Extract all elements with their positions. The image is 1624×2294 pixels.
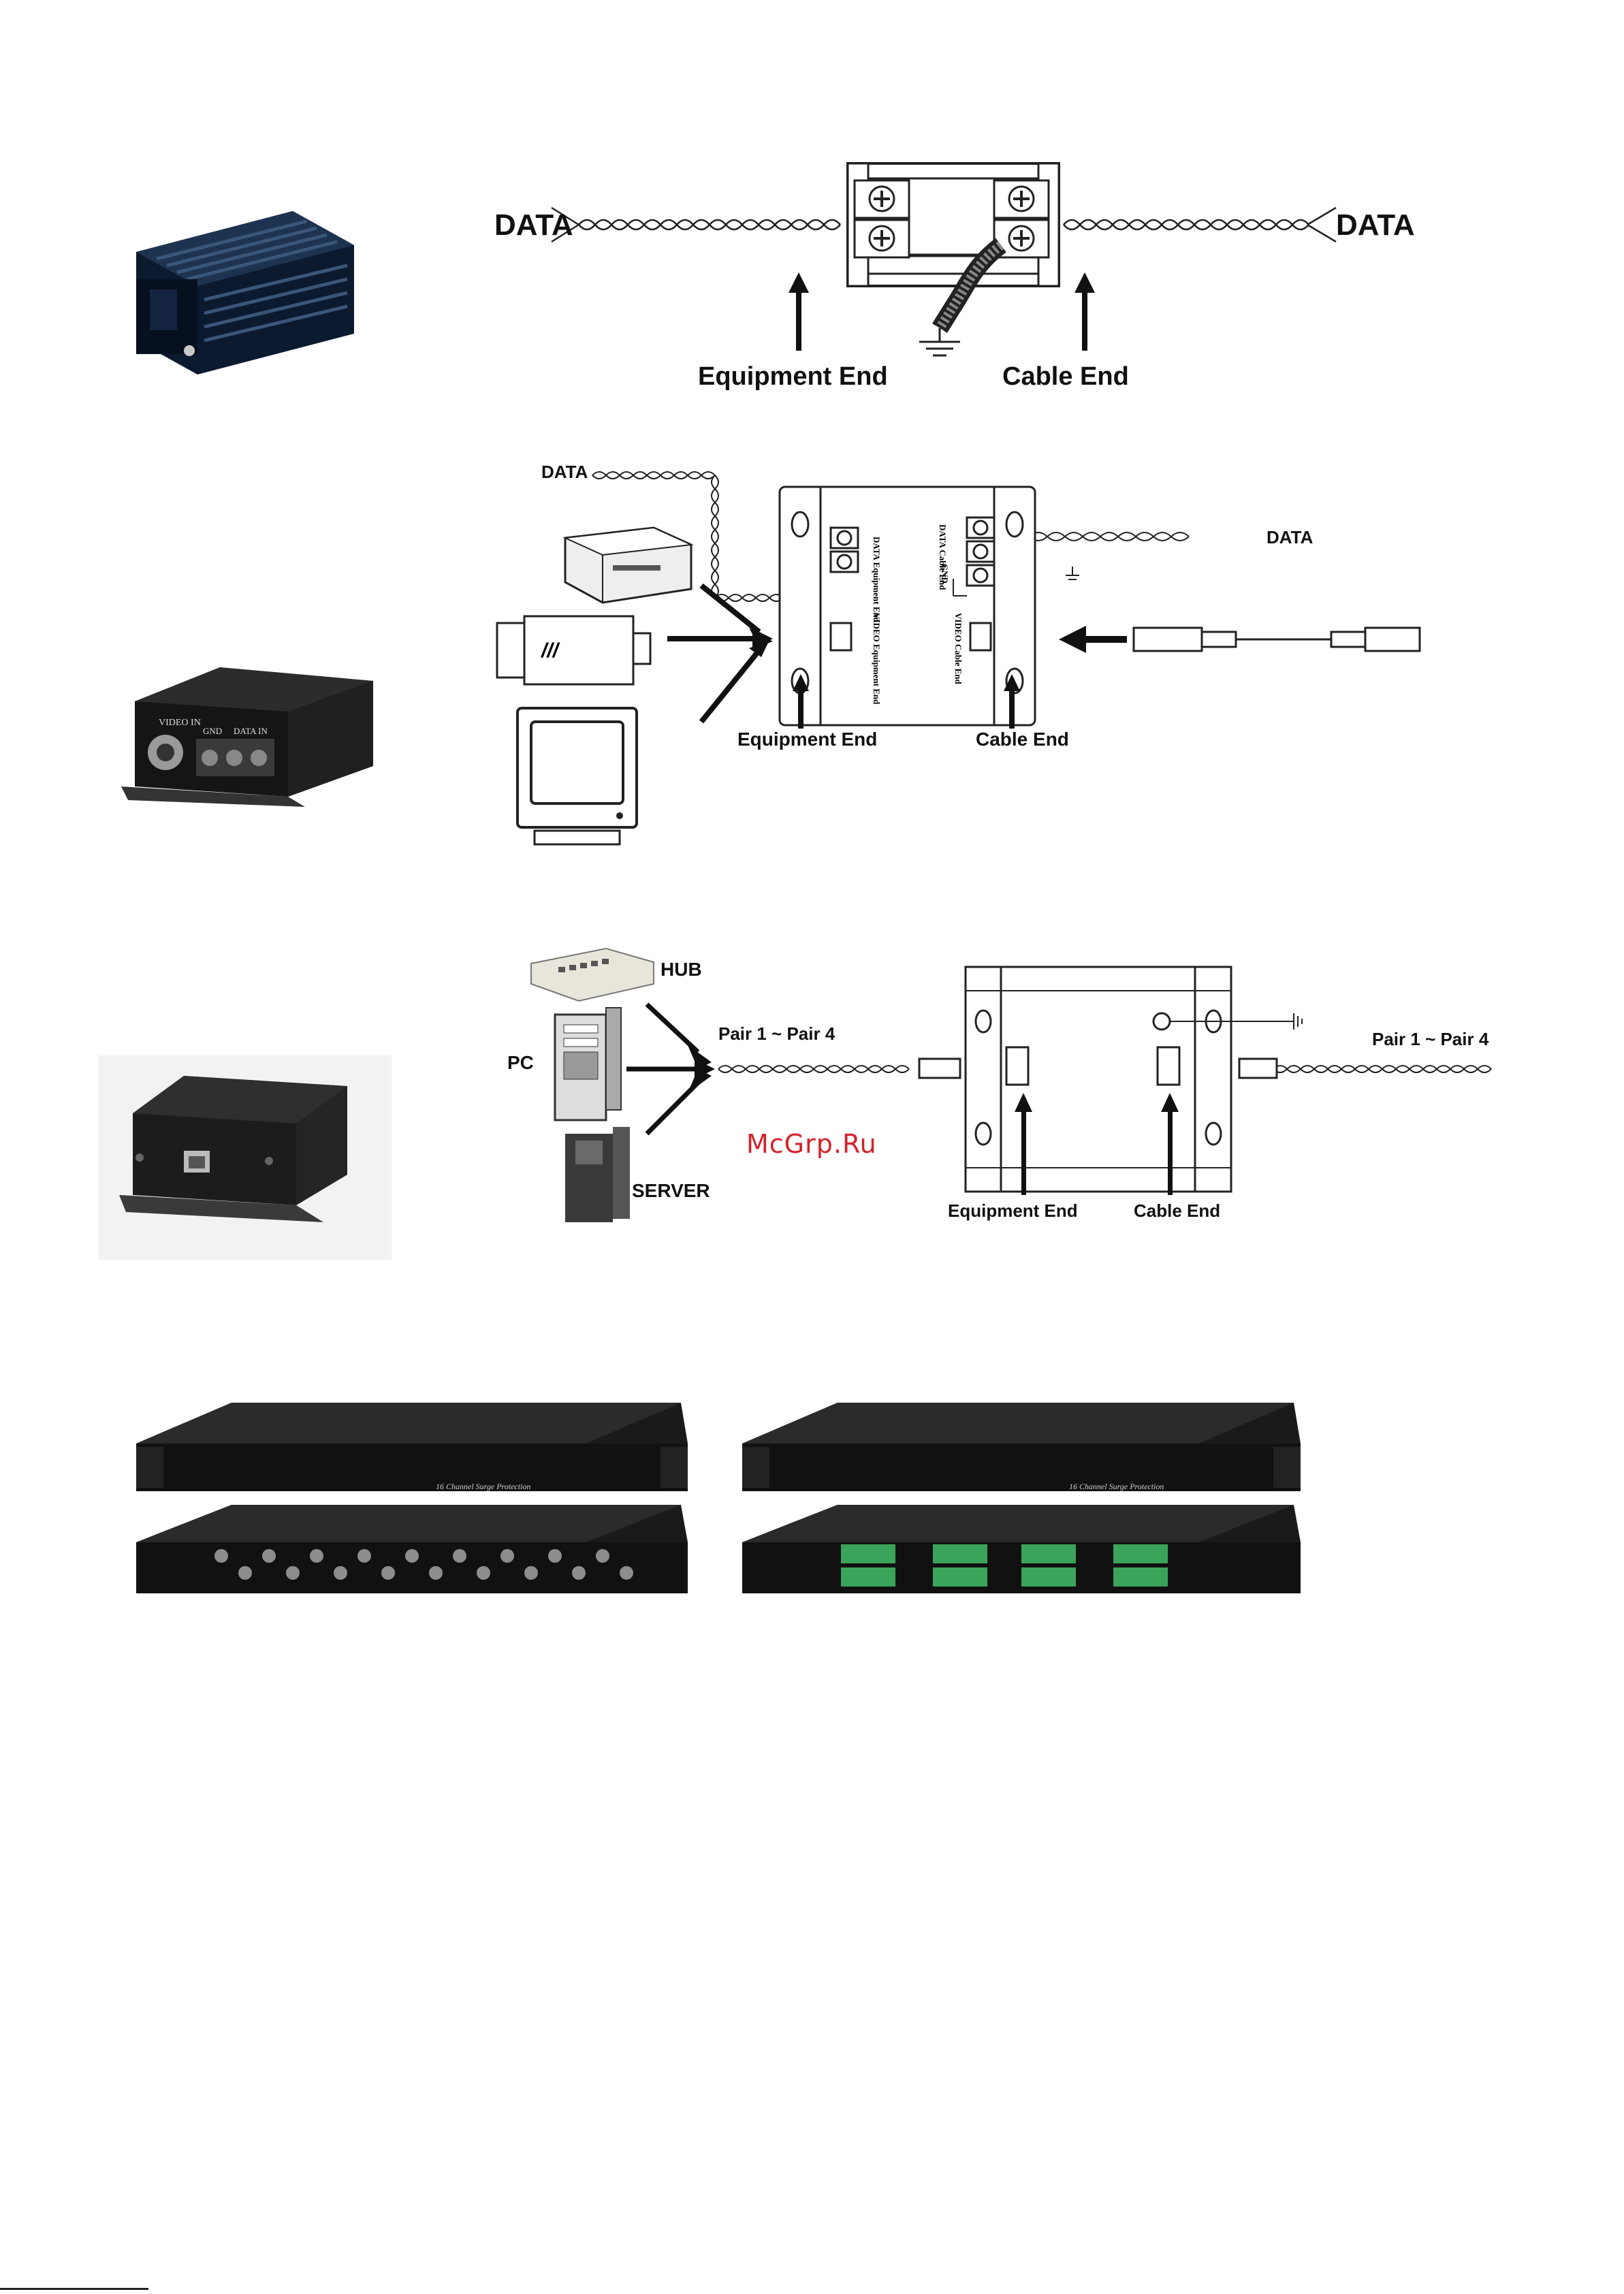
gnd-term-label: GND bbox=[940, 564, 950, 584]
term-video-eq: VIDEO Equipment End bbox=[872, 613, 882, 705]
server-label: SERVER bbox=[632, 1180, 710, 1201]
data-right-label: DATA bbox=[1336, 208, 1415, 242]
rack-photo-bnc: 16 Channel Surge Protection bbox=[136, 1389, 708, 1607]
rack-right-caption: 16 Channel Surge Protection bbox=[1069, 1482, 1164, 1491]
pair-right-label: Pair 1 ~ Pair 4 bbox=[1372, 1029, 1489, 1049]
svg-text:///: /// bbox=[540, 639, 560, 662]
term-data-cable: DATA Cable End bbox=[938, 524, 948, 590]
product-photo-network-protector bbox=[99, 1055, 392, 1260]
cable-end-label-3: Cable End bbox=[1134, 1200, 1220, 1221]
equipment-end-label-2: Equipment End bbox=[737, 729, 877, 750]
term-data-eq: DATA Equipment End bbox=[872, 537, 882, 623]
footer-rule bbox=[0, 2288, 148, 2290]
cable-end-label: Cable End bbox=[1002, 362, 1129, 391]
term-video-cable: VIDEO Cable End bbox=[953, 613, 964, 685]
equipment-end-label-3: Equipment End bbox=[948, 1200, 1078, 1221]
device-gnd-label: GND bbox=[203, 726, 222, 736]
data-left-label-2: DATA bbox=[541, 462, 588, 482]
diagram-network-protection: HUB PC SERVER Pair 1 ~ Pair 4 Pair 1 ~ bbox=[507, 947, 1492, 1222]
data-right-label-2: DATA bbox=[1267, 527, 1313, 547]
device-video-label: VIDEO IN bbox=[159, 718, 201, 728]
equipment-end-label: Equipment End bbox=[698, 362, 888, 391]
monitor-icon bbox=[516, 707, 638, 846]
data-left-label: DATA bbox=[494, 208, 573, 242]
camera-icon: /// bbox=[496, 615, 652, 686]
device-data-label: DATA IN bbox=[234, 726, 268, 736]
rack-left-caption: 16 Channel Surge Protection bbox=[436, 1482, 530, 1491]
hub-icon bbox=[530, 947, 654, 1002]
product-photo-inline-protector bbox=[109, 204, 361, 381]
product-photo-video-data-protector: VIDEO IN GND DATA IN bbox=[121, 664, 380, 810]
hub-label: HUB bbox=[660, 959, 702, 980]
bnc-cable-icon bbox=[1132, 626, 1421, 652]
server-icon bbox=[565, 1127, 630, 1222]
dvr-icon bbox=[562, 526, 694, 604]
pc-label: PC bbox=[507, 1052, 534, 1073]
rack-photo-terminal: 16 Channel Surge Protection bbox=[742, 1389, 1328, 1607]
pair-left-label: Pair 1 ~ Pair 4 bbox=[718, 1023, 835, 1044]
cable-end-label-2: Cable End bbox=[976, 729, 1069, 750]
watermark: McGrp.Ru bbox=[746, 1129, 877, 1159]
diagram-data-protection: DATA DATA Equipment End Cable End bbox=[494, 162, 1415, 391]
diagram-video-data-protection: DATA Equipment End DATA Cable End VIDEO … bbox=[496, 462, 1421, 846]
pc-icon bbox=[554, 1007, 622, 1121]
